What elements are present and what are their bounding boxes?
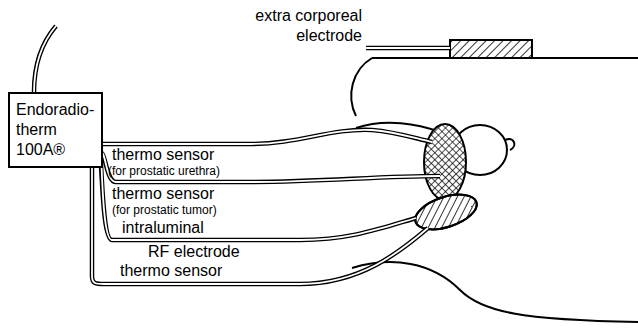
electrode-label: intraluminal bbox=[122, 219, 204, 236]
bladder-neck bbox=[505, 139, 514, 150]
probe-body bbox=[411, 188, 481, 236]
body-outline bbox=[351, 58, 638, 322]
electrode-label: extra corporeal electrode bbox=[237, 6, 362, 46]
sensor-note: (for prostatic urethra) bbox=[108, 164, 220, 178]
sensor-label: thermo sensor bbox=[112, 146, 214, 163]
electrode-label: RF electrode bbox=[148, 243, 240, 260]
sensor-label: thermo sensor bbox=[120, 262, 222, 279]
extracorporeal-pad bbox=[450, 40, 532, 58]
device-name: Endoradio- therm 100A® bbox=[16, 100, 95, 160]
intraluminal-probe bbox=[411, 188, 481, 236]
device-box: Endoradio- therm 100A® bbox=[8, 92, 103, 168]
sensor-note: (for prostatic tumor) bbox=[112, 203, 217, 217]
sensor-label: thermo sensor bbox=[112, 185, 214, 202]
prostate bbox=[424, 124, 466, 200]
pad-body bbox=[450, 40, 532, 58]
